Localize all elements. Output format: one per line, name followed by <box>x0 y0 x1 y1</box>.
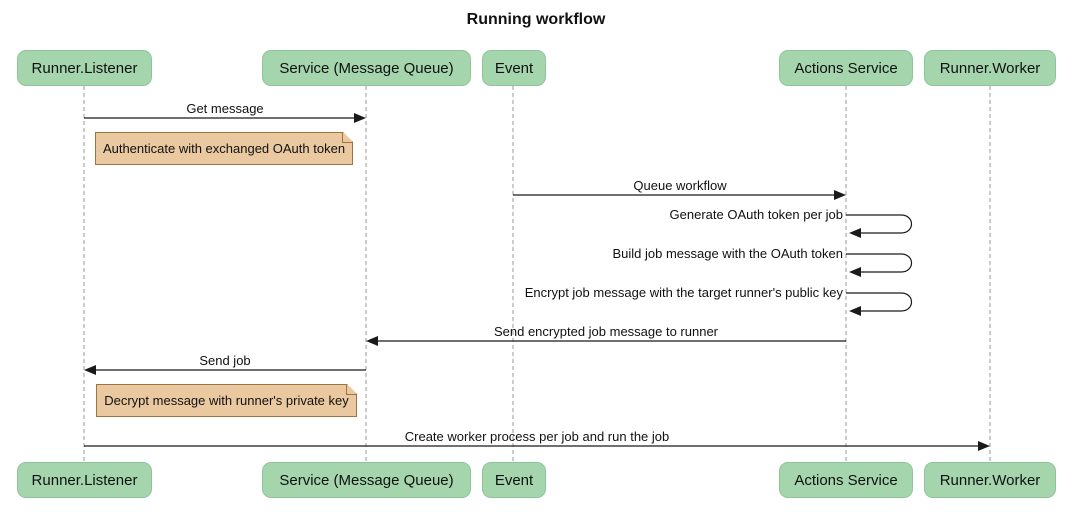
participant-event-top: Event <box>482 50 546 86</box>
participant-runner-listener-bottom: Runner.Listener <box>17 462 152 498</box>
self-loop-encrypt-job-message <box>846 292 913 312</box>
note-text: Decrypt message with runner's private ke… <box>104 393 349 408</box>
arrowhead-left-icon <box>849 306 861 316</box>
participant-runner-listener-top: Runner.Listener <box>17 50 152 86</box>
arrowhead-right-icon <box>354 113 366 123</box>
participant-event-bottom: Event <box>482 462 546 498</box>
arrowhead-left-icon <box>84 365 96 375</box>
self-loop-generate-oauth <box>846 214 913 234</box>
arrowhead-left-icon <box>849 228 861 238</box>
message-arrows <box>84 113 990 451</box>
note-fold-corner-icon <box>346 385 356 395</box>
message-label-build-job-message: Build job message with the OAuth token <box>612 246 843 261</box>
participant-service-message-queue-top: Service (Message Queue) <box>262 50 471 86</box>
arrowhead-left-icon <box>366 336 378 346</box>
self-loop-build-job-message <box>846 253 913 273</box>
note-fold-corner-icon <box>342 133 352 143</box>
participant-runner-worker-top: Runner.Worker <box>924 50 1056 86</box>
message-label-generate-oauth: Generate OAuth token per job <box>669 207 843 222</box>
note-authenticate-oauth: Authenticate with exchanged OAuth token <box>95 132 353 165</box>
message-label-send-encrypted-job: Send encrypted job message to runner <box>493 324 719 339</box>
diagram-title: Running workflow <box>466 11 606 28</box>
participant-runner-worker-bottom: Runner.Worker <box>924 462 1056 498</box>
arrowhead-left-icon <box>849 267 861 277</box>
note-text: Authenticate with exchanged OAuth token <box>102 141 346 156</box>
message-label-send-job: Send job <box>199 353 251 368</box>
message-label-get-message: Get message <box>186 101 264 116</box>
participant-service-message-queue-bottom: Service (Message Queue) <box>262 462 471 498</box>
participant-actions-service-bottom: Actions Service <box>779 462 913 498</box>
participant-actions-service-top: Actions Service <box>779 50 913 86</box>
note-decrypt-message: Decrypt message with runner's private ke… <box>96 384 357 417</box>
message-label-encrypt-job-message: Encrypt job message with the target runn… <box>524 285 843 300</box>
arrowhead-right-icon <box>978 441 990 451</box>
message-label-queue-workflow: Queue workflow <box>633 178 727 193</box>
arrowhead-right-icon <box>834 190 846 200</box>
message-label-create-worker: Create worker process per job and run th… <box>404 429 670 444</box>
